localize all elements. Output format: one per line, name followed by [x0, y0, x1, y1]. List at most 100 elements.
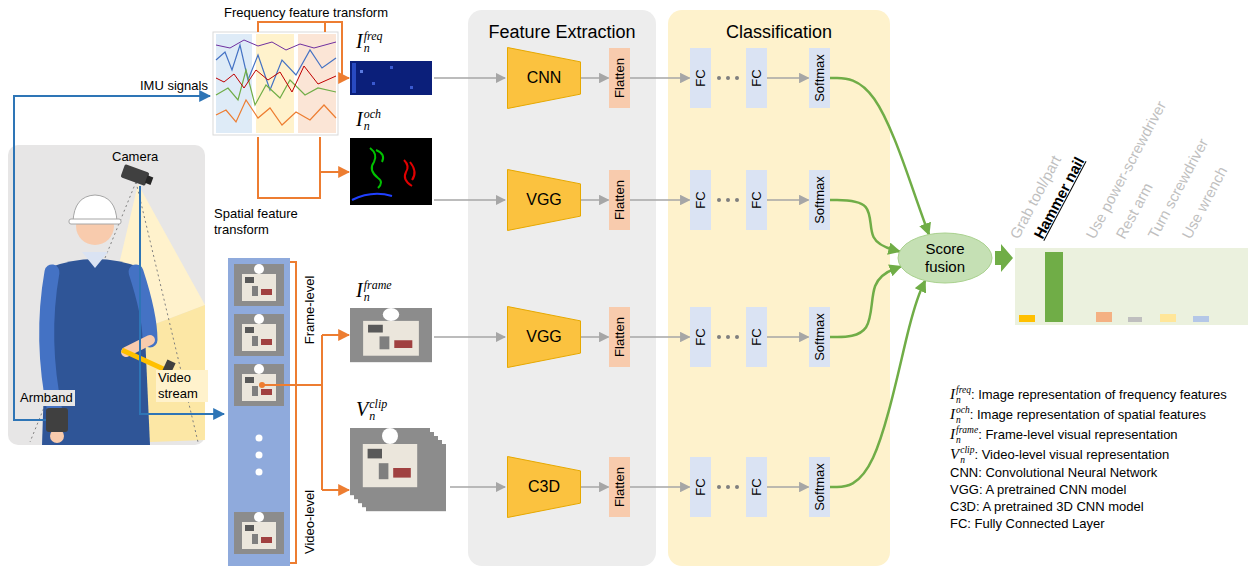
math-script: och	[956, 406, 970, 416]
layer-label: Flatten	[612, 58, 627, 98]
math-script: frame	[956, 426, 978, 436]
layer-label: Softmax	[812, 176, 827, 224]
encoder-outline	[508, 48, 581, 109]
layer-label: FC	[693, 69, 708, 86]
block-label: C3D	[528, 478, 560, 496]
label-group: Ifreqn	[356, 30, 383, 54]
annotation: Video-level	[302, 490, 317, 554]
layer-box: FC	[690, 457, 711, 517]
key-line: Iframen: Frame-level visual representati…	[950, 425, 1242, 445]
annotation: Spatial feature transform	[214, 206, 322, 238]
math-scripts: ochn	[956, 406, 970, 425]
math-script: freq	[956, 386, 971, 396]
layer-label: Softmax	[812, 54, 827, 102]
key-line: VGG: A pretrained CNN model	[950, 482, 1242, 499]
connector	[630, 199, 690, 201]
connector	[830, 281, 926, 487]
key-text: C3D: A pretrained 3D CNN model	[950, 499, 1144, 514]
stage-panel: Feature ExtractionCNNVGGVGGC3DFlattenFla…	[468, 10, 656, 566]
math-script: n	[960, 456, 974, 466]
encoder-block: C3D	[507, 456, 581, 518]
connector	[767, 77, 809, 79]
math-scripts: freqn	[364, 30, 383, 54]
key-line: C3D: A pretrained 3D CNN model	[950, 499, 1242, 516]
layer-label: FC	[693, 478, 708, 495]
annotation: IMU signals	[140, 78, 208, 94]
encoder-outline	[508, 457, 581, 518]
label-group: Video stream	[156, 370, 208, 402]
connector	[630, 336, 690, 338]
math-symbol: I	[950, 386, 955, 402]
layer-label: Softmax	[812, 463, 827, 511]
key-text: VGG: A pretrained CNN model	[950, 482, 1126, 497]
layer-box: FC	[746, 307, 767, 367]
key-text: : Image representation of spatial featur…	[970, 407, 1206, 422]
layer-box: FC	[746, 48, 767, 108]
layer-box: Softmax	[809, 48, 830, 108]
math-scripts: freqn	[956, 386, 971, 405]
key-list: Ifreqn: Image representation of frequenc…	[950, 385, 1242, 533]
layer-box: Flatten	[609, 48, 630, 108]
annotation: Frequency feature transform	[224, 5, 388, 21]
key-line: CNN: Convolutional Neural Network	[950, 465, 1242, 482]
math-script: frame	[364, 279, 392, 291]
panel-title: Feature Extraction	[468, 22, 656, 43]
layer-box: FC	[746, 170, 767, 230]
stage-panel: ClassificationFCFCFCFCFCFCFCFCSoftmaxSof…	[668, 10, 890, 566]
layer-box: FC	[690, 170, 711, 230]
layer-box: FC	[690, 307, 711, 367]
layer-label: Flatten	[612, 180, 627, 220]
connector	[830, 78, 929, 235]
connector	[630, 486, 690, 488]
layer-box: Flatten	[609, 170, 630, 230]
math-symbol: I	[950, 406, 955, 422]
math-symbol: I	[356, 108, 363, 130]
math-script: clip	[369, 398, 387, 410]
key-line: Ifreqn: Image representation of frequenc…	[950, 385, 1242, 405]
math-scripts: clipn	[960, 446, 974, 465]
layer-label: FC	[749, 328, 764, 345]
math-script: och	[364, 108, 381, 120]
encoder-outline	[508, 307, 581, 368]
math-symbol: I	[950, 426, 955, 442]
label-group: Camera	[112, 147, 158, 165]
math-script: n	[364, 120, 381, 132]
layer-box: Softmax	[809, 307, 830, 367]
math-scripts: framen	[956, 426, 978, 445]
math-script: n	[364, 291, 392, 303]
layer-box: Flatten	[609, 307, 630, 367]
math-scripts: framen	[364, 279, 392, 303]
key-line: Vclipn: Video-level visual representatio…	[950, 445, 1242, 465]
panel-title: Classification	[668, 22, 890, 43]
connector	[581, 199, 609, 201]
key-text: : Image representation of frequency feat…	[971, 387, 1227, 402]
connector	[830, 200, 900, 252]
annotation: Armband	[18, 390, 75, 406]
math-script: n	[364, 42, 383, 54]
layer-label: Flatten	[612, 317, 627, 357]
connector	[581, 77, 609, 79]
layer-box: Softmax	[809, 457, 830, 517]
fusion-label: Score fusion	[897, 240, 993, 276]
label-group: Iochn	[356, 108, 381, 132]
math-symbol: V	[950, 446, 959, 462]
math-script: freq	[364, 30, 383, 42]
math-scripts: ochn	[364, 108, 381, 132]
math-scripts: clipn	[369, 398, 387, 422]
block-label: VGG	[526, 328, 562, 346]
layer-label: FC	[693, 328, 708, 345]
connector	[830, 267, 901, 337]
block-label: CNN	[527, 69, 562, 87]
layer-label: Softmax	[812, 313, 827, 361]
math-script: n	[369, 410, 387, 422]
layer-box: FC	[690, 48, 711, 108]
label-group: Iframen	[356, 279, 392, 303]
key-text: CNN: Convolutional Neural Network	[950, 465, 1157, 480]
label-group: Spatial feature transform	[214, 206, 322, 238]
connector	[581, 486, 609, 488]
layer-label: FC	[749, 191, 764, 208]
encoder-block: VGG	[507, 169, 581, 231]
fusion-ellipse: Score fusion	[897, 232, 993, 284]
math-symbol: I	[356, 279, 363, 301]
annotation: Camera	[112, 149, 158, 165]
